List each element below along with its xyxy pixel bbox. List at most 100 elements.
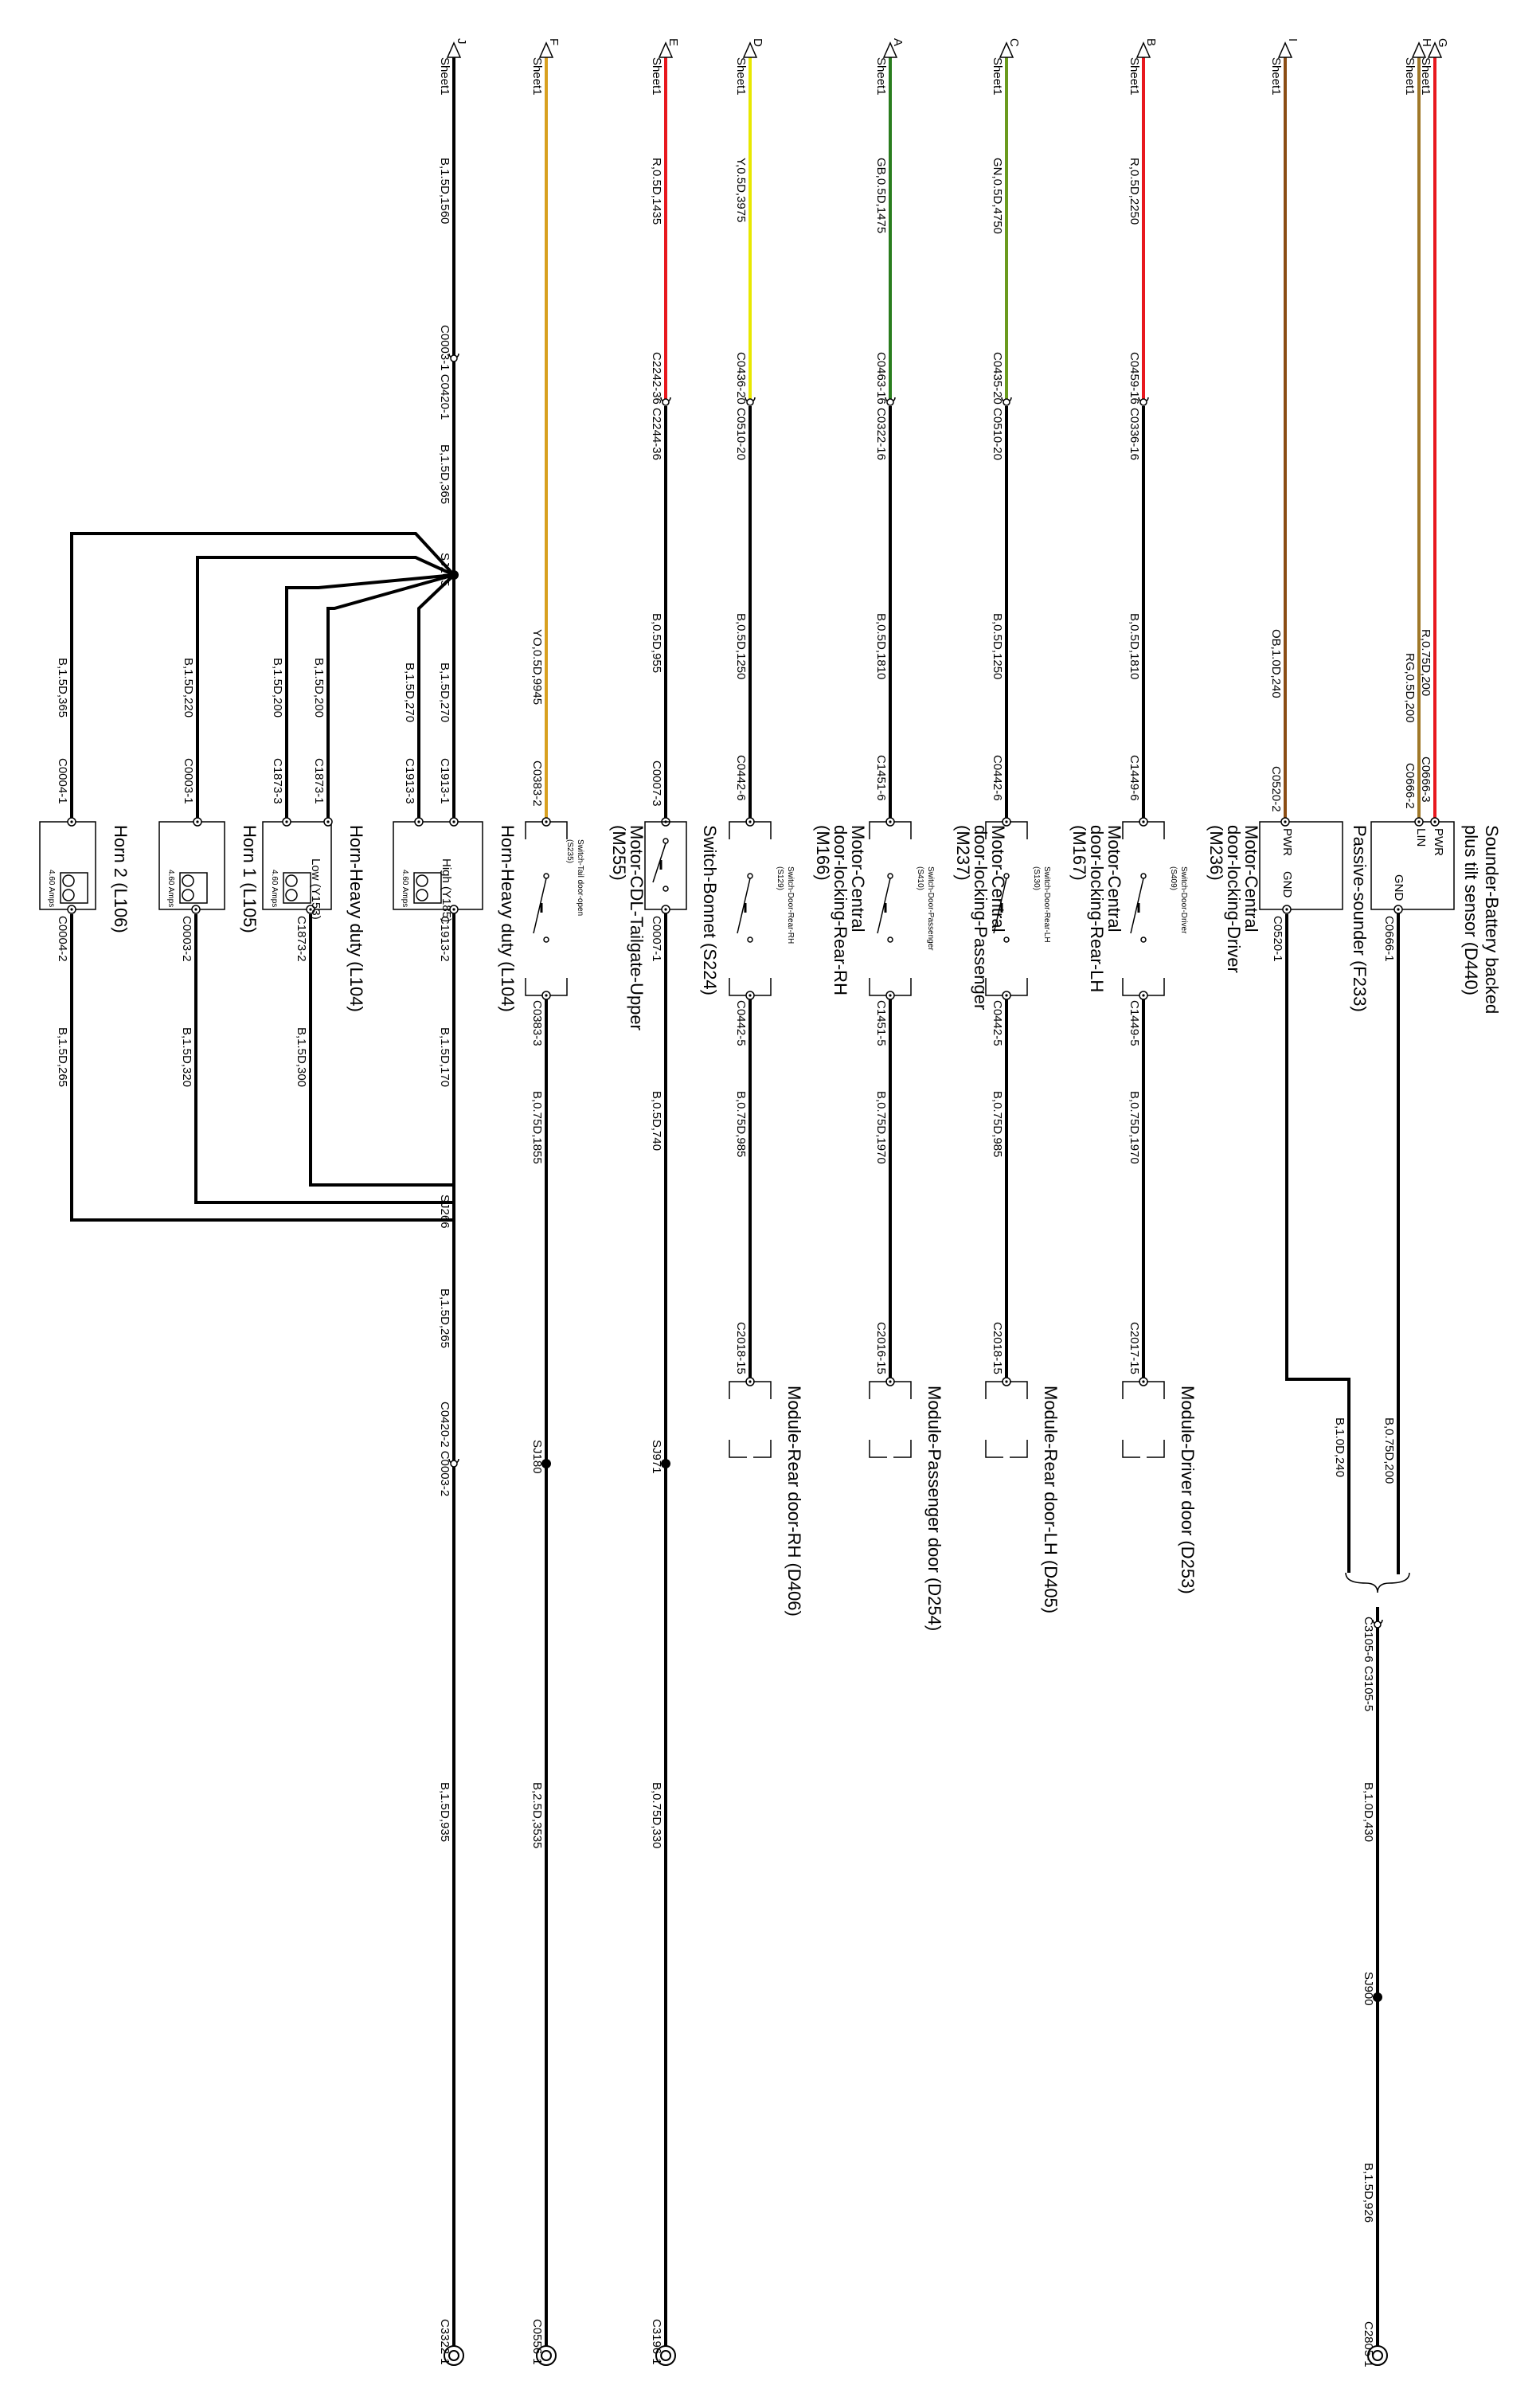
connector-label: SJ180	[530, 1440, 544, 1474]
wire-label: R,0.75D,200	[1419, 629, 1433, 696]
horn-terminal	[285, 874, 298, 887]
connector-label: C0556-1	[530, 2319, 544, 2365]
component-title: Passive-sounder (F233)	[1350, 825, 1370, 1012]
inline-connector-pin	[1139, 398, 1147, 406]
pin-dot	[749, 820, 752, 823]
sheet-ref-letter: F	[547, 38, 561, 45]
pin-label: GND	[1392, 874, 1405, 901]
sheet-reference-arrow	[538, 41, 554, 58]
component-title: Sounder-Battery backed	[1482, 825, 1502, 1014]
connector-label: C0383-3	[530, 1000, 544, 1046]
connector-label: C3196-1	[650, 2319, 663, 2365]
connector-label: C3105-6 C3105-5	[1362, 1617, 1375, 1711]
pin-dot	[1433, 820, 1436, 823]
ground-terminal-inner	[541, 2350, 552, 2361]
horn-mode: Low (Y153)	[309, 858, 322, 920]
sheet-ref-letter: I	[1286, 38, 1300, 41]
switch-contact	[1140, 873, 1147, 879]
pin-dot	[326, 820, 330, 823]
motor-outline	[869, 821, 912, 996]
horn-return-route	[309, 914, 454, 1187]
connector-label: C0003-2	[180, 916, 193, 962]
connector-label: C1873-2	[295, 916, 308, 962]
components-layer	[39, 41, 1455, 2366]
connector-label: C0520-1	[1271, 916, 1284, 962]
sheet-ref-letter: H	[1420, 38, 1433, 47]
passive-sounder-box	[1259, 821, 1343, 910]
horn-terminal	[62, 889, 75, 901]
wire-label: B,0.75D,985	[991, 1091, 1004, 1157]
horn-box	[262, 821, 332, 910]
switch-lever	[533, 878, 547, 934]
wire-label: B,1.5D,270	[438, 663, 451, 722]
pin-dot	[1397, 908, 1400, 911]
switch-contact	[887, 873, 893, 879]
inline-connector-pin	[1003, 398, 1010, 406]
sheet-ref-letter: D	[751, 38, 764, 47]
connector-label: SJ971	[650, 1440, 663, 1474]
horn-feed-route	[417, 573, 455, 822]
sheet-ref-letter: G	[1436, 38, 1449, 48]
connector-label: C0435-20 C0510-20	[991, 352, 1004, 460]
pin-dot	[749, 994, 752, 997]
wire-label: B,1.5D,200	[312, 658, 326, 717]
wire-label: RG,0.5D,200	[1403, 653, 1417, 723]
sheet-reference-arrow	[1135, 41, 1151, 58]
wire-label: B,0.5D,1250	[991, 613, 1004, 679]
merge-brace	[1345, 1572, 1410, 1593]
wire-label: B,0.75D,330	[650, 1782, 663, 1848]
connector-label: C1451-6	[874, 755, 888, 801]
connector-label: C2018-15	[991, 1322, 1004, 1374]
switch-lever	[993, 878, 1007, 934]
connector-label: C1913-2	[438, 916, 451, 962]
pin-label: LIN	[1414, 828, 1428, 847]
connector-label: SJ900	[1362, 1972, 1375, 2006]
connector-label: SJ265	[438, 553, 451, 587]
pin-dot	[545, 820, 548, 823]
pin-dot	[664, 908, 667, 911]
wire-label: B,1.0D,240	[1333, 1417, 1347, 1477]
inline-connector-pin	[662, 398, 670, 406]
sheet-ref-name: Sheet1	[1128, 57, 1141, 96]
sheet-ref-name: Sheet1	[991, 57, 1004, 96]
switch-contact	[543, 873, 549, 879]
wire-label: B,1.5D,365	[438, 444, 451, 504]
ground-terminal-inner	[448, 2350, 459, 2361]
motor-title: Motor-Central	[848, 825, 868, 932]
sheet-reference-arrow	[446, 41, 462, 58]
connector-label: C0004-1	[56, 758, 69, 804]
connector-label: C0442-5	[991, 1000, 1004, 1046]
switch-contact	[663, 886, 669, 892]
switch-label: (S130)	[1032, 866, 1041, 890]
pin-dot	[1285, 908, 1288, 911]
switch-contact	[887, 936, 893, 943]
horn-terminal	[62, 874, 75, 887]
switch-contact	[663, 838, 669, 844]
sheet-ref-letter: J	[455, 38, 468, 45]
wire-label: B,1.5D,265	[56, 1027, 69, 1087]
sheet-reference-arrow	[658, 41, 674, 58]
switch-lever	[1130, 878, 1144, 934]
connector-label: C0442-5	[734, 1000, 748, 1046]
horn-feed-route	[326, 573, 455, 822]
switch-contact	[543, 936, 549, 943]
horn-title: Horn-Heavy duty (L104)	[346, 825, 366, 1012]
horn-terminal-block	[179, 872, 208, 904]
connector-label: C0004-2	[56, 916, 69, 962]
sheet-ref-name: Sheet1	[874, 57, 888, 96]
wire-label: R,0.5D,1435	[650, 158, 663, 225]
motor-outline	[985, 821, 1028, 996]
connector-label: C0666-1	[1382, 916, 1396, 962]
horn-amps: 4.60 Amps	[47, 870, 56, 907]
pin-dot	[1005, 820, 1008, 823]
inline-connector-pin	[450, 1460, 458, 1468]
connector-label: C1913-3	[403, 758, 416, 804]
pin-dot	[889, 820, 892, 823]
connector-label: C1449-5	[1128, 1000, 1141, 1046]
module-title: Module-Driver door (D253)	[1178, 1386, 1198, 1594]
pin-dot	[1005, 1380, 1008, 1383]
sheet-reference-arrow	[1411, 41, 1427, 58]
module-title: Module-Rear door-LH (D405)	[1041, 1386, 1061, 1613]
horn-return-route	[70, 914, 454, 1222]
motor-title: (M255)	[609, 825, 629, 881]
